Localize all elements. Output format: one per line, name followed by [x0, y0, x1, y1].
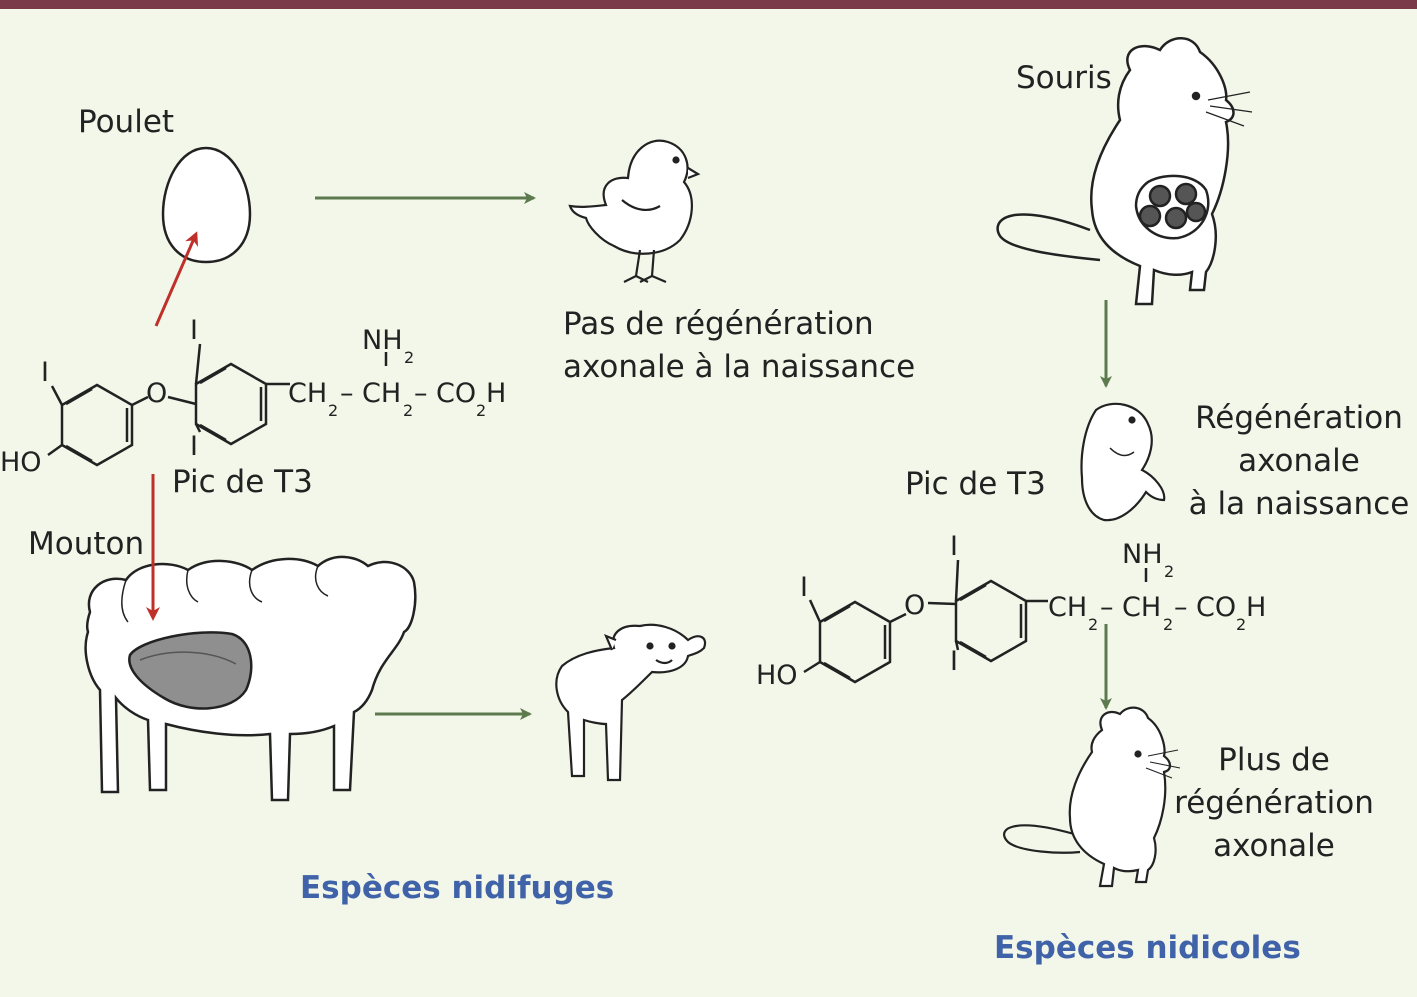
- bond-dash: –: [340, 378, 354, 409]
- egg-icon: [163, 148, 250, 262]
- subscript: 2: [403, 401, 413, 420]
- label-line: Pas de régénération: [563, 306, 915, 343]
- atom-iodine: I: [190, 431, 198, 462]
- label-no-regeneration: Pas de régénération axonale à la naissan…: [563, 306, 915, 386]
- atom-hydrogen: H: [1246, 592, 1266, 623]
- subscript: 2: [476, 401, 486, 420]
- atom-iodine: I: [950, 646, 958, 677]
- atom-iodine: I: [190, 315, 198, 346]
- subscript: 2: [1163, 615, 1173, 634]
- label-line: à la naissance: [1186, 486, 1412, 523]
- atom-oxygen: O: [146, 378, 167, 409]
- label-line: Régénération: [1186, 400, 1412, 437]
- subscript: 2: [1088, 615, 1098, 634]
- chick-icon: [570, 141, 698, 282]
- subscript: 2: [1164, 562, 1174, 581]
- subscript: 2: [404, 348, 414, 367]
- bond-dash: –: [414, 378, 428, 409]
- atom-hydroxyl: HO: [0, 447, 42, 478]
- heading-nidifuges: Espèces nidifuges: [300, 870, 614, 906]
- label-line: axonale: [1186, 443, 1412, 480]
- t3-molecule-left: I HO O I I CH 2 – CH 2 – CO 2 H NH 2: [0, 315, 506, 478]
- group-co2h: CO: [1196, 592, 1236, 623]
- sheep-icon: [86, 557, 416, 800]
- label-pic-t3-right: Pic de T3: [905, 466, 1046, 503]
- lamb-icon: [556, 625, 705, 780]
- group-ch2: CH: [1122, 592, 1161, 623]
- group-ch2: CH: [288, 378, 327, 409]
- label-souris: Souris: [1016, 60, 1112, 97]
- subscript: 2: [328, 401, 338, 420]
- atom-hydrogen: H: [486, 378, 506, 409]
- mouse-pup-icon: [1082, 404, 1165, 520]
- group-co2h: CO: [436, 378, 476, 409]
- label-line: régénération: [1166, 785, 1382, 822]
- subscript: 2: [1236, 615, 1246, 634]
- mouse-adult-icon: [1004, 708, 1180, 886]
- group-nh2: NH: [362, 325, 403, 356]
- atom-hydroxyl: HO: [756, 660, 798, 691]
- group-ch2: CH: [362, 378, 401, 409]
- label-poulet: Poulet: [78, 104, 174, 141]
- label-plus-regeneration: Plus de régénération axonale: [1166, 742, 1382, 866]
- atom-iodine: I: [800, 572, 808, 603]
- group-ch2: CH: [1048, 592, 1087, 623]
- atom-iodine: I: [950, 531, 958, 562]
- t3-molecule-right: I HO O I I CH 2 – CH 2 – CO 2 H NH 2: [756, 531, 1266, 691]
- label-pic-t3-left: Pic de T3: [172, 464, 313, 501]
- atom-iodine: I: [41, 357, 49, 388]
- heading-nidicoles: Espèces nidicoles: [994, 930, 1301, 966]
- bond-dash: –: [1174, 592, 1188, 623]
- label-line: Plus de: [1166, 742, 1382, 779]
- label-regeneration: Régénération axonale à la naissance: [1186, 400, 1412, 524]
- label-mouton: Mouton: [28, 526, 144, 563]
- label-line: axonale: [1166, 828, 1382, 865]
- group-nh2: NH: [1122, 539, 1163, 570]
- label-line: axonale à la naissance: [563, 349, 915, 386]
- bond-dash: –: [1100, 592, 1114, 623]
- atom-oxygen: O: [904, 590, 925, 621]
